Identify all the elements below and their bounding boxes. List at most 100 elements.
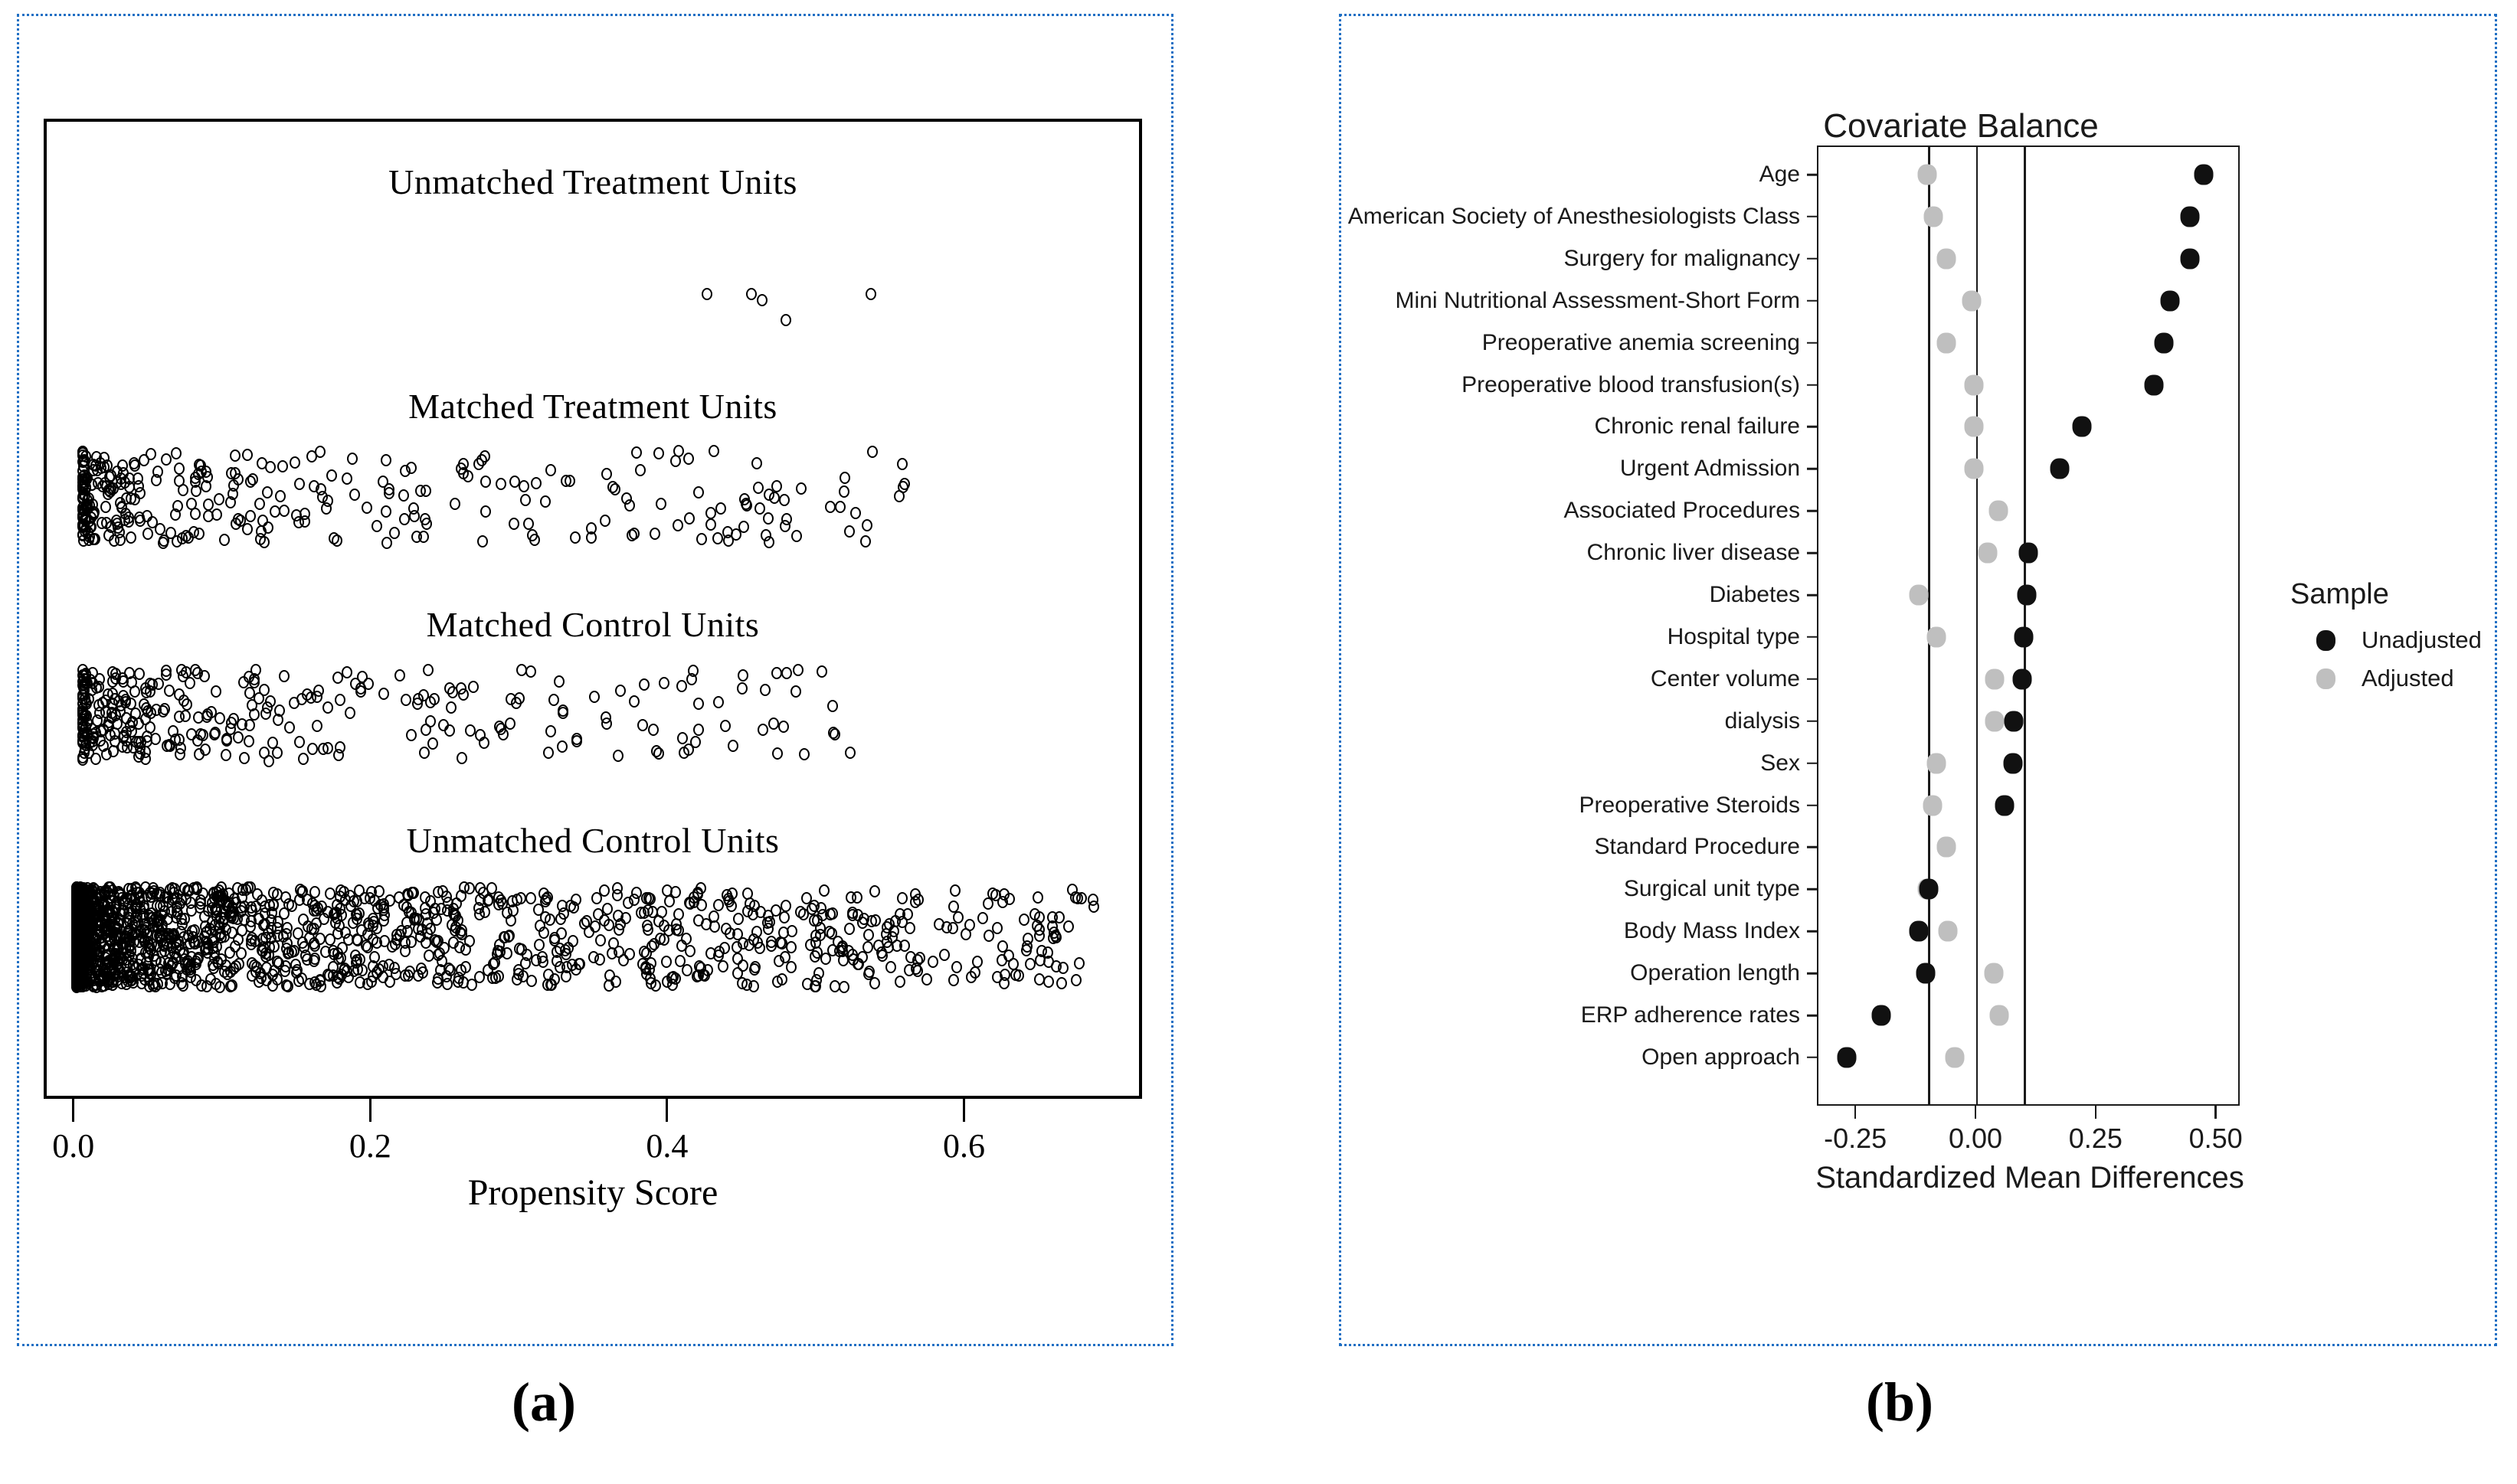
scatter-point — [123, 935, 135, 947]
scatter-point — [640, 891, 652, 904]
scatter-point — [344, 707, 355, 719]
covariate-label-15: Preoperative Steroids — [1579, 792, 1801, 818]
scatter-point — [663, 895, 675, 908]
scatter-point — [106, 711, 118, 724]
scatter-point — [624, 947, 636, 960]
scatter-point — [191, 953, 203, 966]
scatter-point — [849, 507, 861, 520]
propensity-score-axis-label: Propensity Score — [467, 1172, 718, 1213]
scatter-point — [715, 502, 727, 515]
scatter-point — [682, 964, 693, 977]
scatter-point — [384, 975, 395, 988]
scatter-point — [720, 923, 732, 936]
scatter-point — [977, 912, 988, 925]
scatter-point — [846, 909, 858, 922]
scatter-point — [214, 492, 224, 505]
scatter-point — [391, 929, 402, 942]
x-tick-1 — [368, 1099, 371, 1122]
covariate-tick-12 — [1807, 678, 1817, 681]
point-adjusted-6 — [1964, 416, 1984, 437]
scatter-point — [983, 930, 994, 943]
scatter-point — [417, 966, 429, 979]
scatter-point — [241, 523, 253, 536]
scatter-point — [303, 920, 314, 933]
scatter-point — [182, 531, 194, 544]
scatter-point — [411, 697, 423, 710]
scatter-point — [438, 718, 450, 731]
scatter-point — [173, 734, 185, 747]
scatter-point — [419, 513, 430, 526]
scatter-point — [343, 970, 355, 983]
scatter-point — [885, 960, 897, 973]
scatter-point — [495, 894, 506, 907]
covariate-tick-5 — [1807, 384, 1817, 386]
scatter-point — [160, 453, 172, 466]
covariate-label-0: Age — [1759, 162, 1800, 187]
scatter-point — [1051, 931, 1062, 944]
covariate-tick-4 — [1807, 342, 1817, 344]
covariate-tick-20 — [1807, 1014, 1817, 1017]
point-adjusted-5 — [1964, 374, 1984, 395]
scatter-point — [718, 960, 729, 973]
covariate-label-16: Standard Procedure — [1594, 834, 1800, 860]
scatter-point — [558, 704, 569, 717]
scatter-point — [548, 694, 560, 707]
point-unadjusted-19 — [1916, 963, 1936, 984]
scatter-point — [693, 959, 705, 972]
scatter-point — [516, 663, 527, 676]
point-unadjusted-7 — [2050, 458, 2070, 479]
covariate-tick-14 — [1807, 762, 1817, 764]
scatter-point — [897, 457, 908, 470]
covariate-label-5: Preoperative blood transfusion(s) — [1461, 371, 1800, 397]
scatter-point — [294, 736, 306, 749]
scatter-point — [355, 685, 367, 698]
scatter-point — [145, 447, 156, 460]
scatter-point — [188, 923, 200, 936]
propensity-score-points — [47, 122, 1139, 1096]
scatter-point — [306, 743, 318, 756]
scatter-point — [368, 951, 380, 964]
scatter-point — [173, 462, 185, 475]
scatter-point — [264, 695, 276, 708]
scatter-point — [88, 508, 100, 521]
scatter-point — [545, 978, 557, 991]
scatter-point — [790, 685, 802, 698]
scatter-point — [939, 948, 951, 961]
scatter-point — [278, 930, 290, 943]
scatter-point — [338, 886, 349, 899]
scatter-point — [741, 498, 752, 511]
legend-item-adjusted[interactable]: Adjusted — [2316, 665, 2482, 692]
band-label-unmatched-treatment: Unmatched Treatment Units — [388, 162, 797, 201]
scatter-point — [398, 489, 409, 502]
scatter-point — [928, 956, 939, 969]
scatter-point — [408, 502, 420, 515]
scatter-point — [235, 514, 247, 527]
scatter-point — [100, 501, 112, 514]
scatter-point — [719, 719, 731, 732]
scatter-point — [82, 472, 93, 485]
scatter-point — [357, 964, 368, 977]
legend-label-unadjusted: Unadjusted — [2362, 626, 2482, 653]
scatter-point — [817, 909, 829, 922]
legend-item-unadjusted[interactable]: Unadjusted — [2316, 626, 2482, 654]
scatter-point — [289, 456, 300, 469]
scatter-point — [229, 449, 241, 463]
scatter-point — [869, 884, 881, 897]
scatter-point — [897, 892, 908, 905]
scatter-point — [921, 972, 933, 986]
scatter-point — [112, 717, 123, 731]
scatter-point — [624, 498, 636, 512]
scatter-point — [538, 887, 549, 900]
covariate-label-11: Hospital type — [1667, 623, 1800, 649]
scatter-point — [381, 536, 392, 549]
covariate-tick-17 — [1807, 888, 1817, 891]
scatter-point — [468, 681, 480, 694]
scatter-point — [185, 728, 197, 741]
x-tick-3 — [962, 1099, 965, 1122]
scatter-point — [214, 980, 226, 993]
scatter-point — [649, 528, 660, 541]
scatter-point — [311, 720, 322, 733]
scatter-point — [712, 898, 724, 911]
scatter-point — [203, 498, 214, 512]
covariate-label-20: ERP adherence rates — [1580, 1002, 1800, 1028]
